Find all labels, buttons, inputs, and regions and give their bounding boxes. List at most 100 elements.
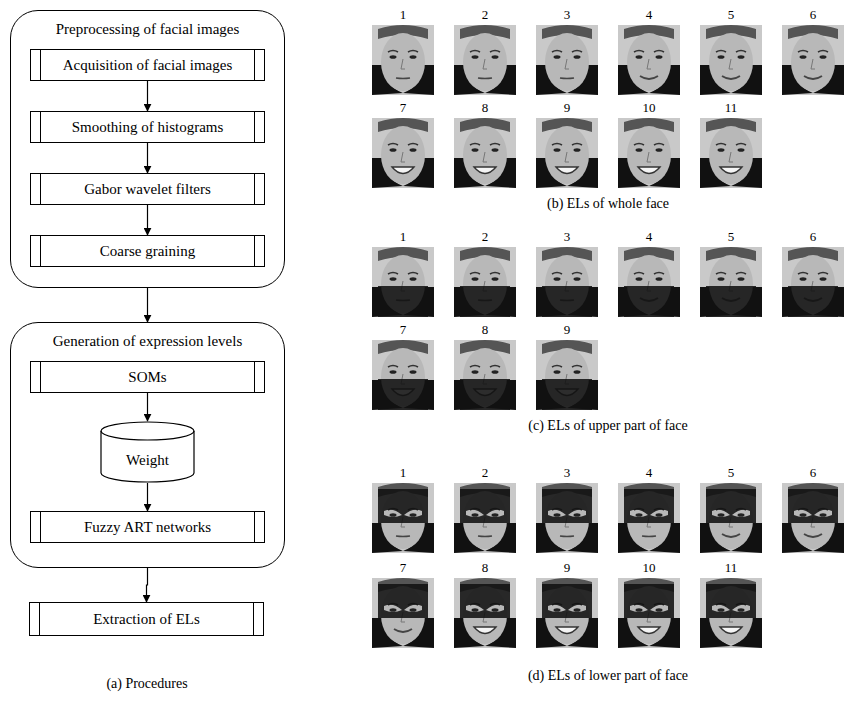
callout-number: 3 [564, 465, 571, 481]
callout-number: 6 [810, 7, 817, 23]
group-title: Generation of expression levels [11, 332, 284, 350]
face-thumbnail [536, 118, 598, 188]
box-label: SOMs [128, 368, 166, 386]
callout-number: 10 [643, 100, 656, 116]
face-thumbnail [536, 247, 598, 317]
face-thumbnail [782, 25, 844, 95]
flow-arrow [147, 143, 148, 173]
process-box: Acquisition of facial images [30, 49, 265, 81]
callout-number: 1 [400, 7, 407, 23]
box-label: Gabor wavelet filters [84, 180, 211, 198]
face-mask [460, 379, 510, 410]
face-thumbnail [618, 483, 680, 553]
face-thumbnail [700, 578, 762, 648]
callout-number: 5 [728, 229, 735, 245]
callout-number: 5 [728, 465, 735, 481]
face-mask [460, 489, 510, 523]
face-mask [624, 286, 674, 317]
callout-number: 4 [646, 229, 653, 245]
face-thumbnail [454, 247, 516, 317]
process-box: Coarse graining [30, 235, 265, 267]
face-thumbnail [372, 25, 434, 95]
face-thumbnail [700, 247, 762, 317]
face-thumbnail [372, 483, 434, 553]
process-box: Gabor wavelet filters [30, 173, 265, 205]
group-panel: Preprocessing of facial imagesAcquisitio… [10, 10, 285, 288]
callout-number: 2 [482, 465, 489, 481]
face-mask [460, 286, 510, 317]
face-mask [624, 584, 674, 618]
process-box: SOMs [30, 361, 265, 393]
face-mask [460, 584, 510, 618]
callout-number: 2 [482, 229, 489, 245]
callout-number: 3 [564, 229, 571, 245]
face-thumbnail [454, 118, 516, 188]
callout-number: 4 [646, 465, 653, 481]
face-mask [788, 489, 838, 523]
box-label: Acquisition of facial images [63, 56, 233, 74]
box-label: Smoothing of histograms [72, 118, 224, 136]
face-mask [378, 584, 428, 618]
face-thumbnail [700, 483, 762, 553]
face-thumbnail [536, 340, 598, 410]
face-thumbnail [536, 578, 598, 648]
face-mask [542, 489, 592, 523]
face-mask [542, 379, 592, 410]
database-cylinder: Weight [100, 421, 195, 483]
face-thumbnail [618, 578, 680, 648]
flow-arrow [147, 205, 148, 235]
flow-arrow [147, 568, 148, 602]
callout-number: 8 [482, 322, 489, 338]
face-thumbnail [454, 340, 516, 410]
box-label: Fuzzy ART networks [84, 518, 211, 536]
callout-number: 1 [400, 229, 407, 245]
face-thumbnail [372, 340, 434, 410]
flow-arrow [147, 288, 148, 322]
callout-number: 9 [564, 322, 571, 338]
group-title: Preprocessing of facial images [11, 20, 284, 38]
face-thumbnail [700, 25, 762, 95]
callout-number: 8 [482, 100, 489, 116]
face-thumbnail [782, 483, 844, 553]
face-thumbnail [454, 25, 516, 95]
callout-number: 2 [482, 7, 489, 23]
flow-arrow [147, 393, 148, 421]
box-label: Extraction of ELs [93, 610, 200, 628]
callout-number: 9 [564, 100, 571, 116]
face-thumbnail [700, 118, 762, 188]
callout-number: 6 [810, 229, 817, 245]
callout-number: 9 [564, 560, 571, 576]
callout-number: 7 [400, 322, 407, 338]
callout-number: 5 [728, 7, 735, 23]
face-mask [706, 584, 756, 618]
face-mask [378, 286, 428, 317]
box-label: Coarse graining [100, 242, 195, 260]
face-mask [706, 286, 756, 317]
panel-caption: (d) ELs of lower part of face [528, 668, 688, 684]
callout-number: 10 [643, 560, 656, 576]
process-box: Fuzzy ART networks [30, 511, 265, 543]
callout-number: 8 [482, 560, 489, 576]
face-thumbnail [618, 247, 680, 317]
callout-number: 4 [646, 7, 653, 23]
box-label: Weight [126, 451, 169, 469]
face-thumbnail [782, 247, 844, 317]
flow-arrow [147, 483, 148, 511]
face-thumbnail [454, 578, 516, 648]
callout-number: 3 [564, 7, 571, 23]
panel-caption: (b) ELs of whole face [547, 196, 669, 212]
face-mask [378, 489, 428, 523]
face-thumbnail [536, 25, 598, 95]
face-mask [706, 489, 756, 523]
face-thumbnail [536, 483, 598, 553]
callout-number: 6 [810, 465, 817, 481]
face-thumbnail [618, 25, 680, 95]
panel-caption: (c) ELs of upper part of face [528, 418, 687, 434]
face-thumbnail [372, 578, 434, 648]
face-thumbnail [372, 247, 434, 317]
face-thumbnail [618, 118, 680, 188]
face-mask [378, 379, 428, 410]
face-thumbnail [372, 118, 434, 188]
group-panel: Generation of expression levelsSOMsWeigh… [10, 322, 285, 568]
